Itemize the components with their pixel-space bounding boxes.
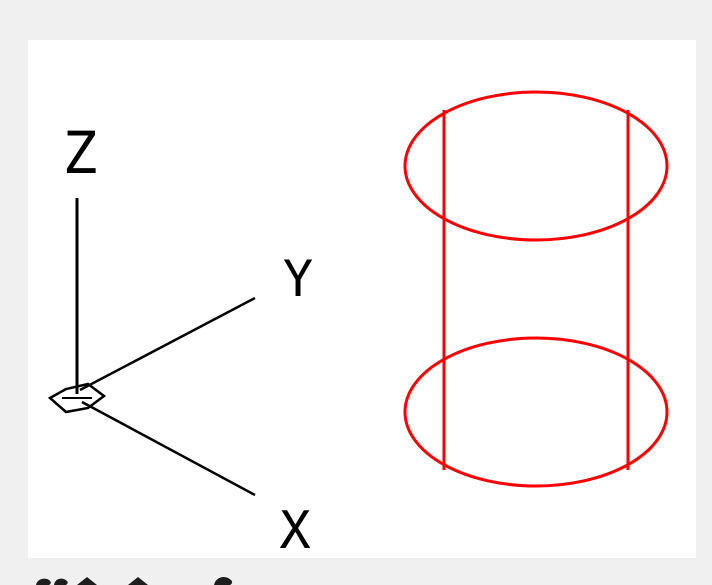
cylinder-bottom-ellipse[interactable] <box>403 336 669 488</box>
toolbar-glyph <box>128 577 148 585</box>
drawing-viewport[interactable] <box>28 40 696 558</box>
ucs-icon <box>47 198 256 497</box>
cylinder-top-ellipse[interactable] <box>403 90 669 242</box>
toolbar-glyph <box>36 578 51 585</box>
toolbar-glyph <box>77 577 97 585</box>
z-axis-label: Z <box>63 119 98 187</box>
y-axis-line <box>79 296 256 392</box>
x-axis-line <box>81 400 256 497</box>
y-axis-label: Y <box>283 250 313 308</box>
x-axis-label: X <box>279 501 310 561</box>
ucs-origin-icon <box>47 382 107 414</box>
toolbar-glyph <box>214 577 233 585</box>
toolbar-glyphs <box>36 577 233 585</box>
status-strip <box>0 558 712 585</box>
toolbar-glyph <box>54 578 68 585</box>
cylinder-wireframe-icon[interactable] <box>403 90 669 488</box>
